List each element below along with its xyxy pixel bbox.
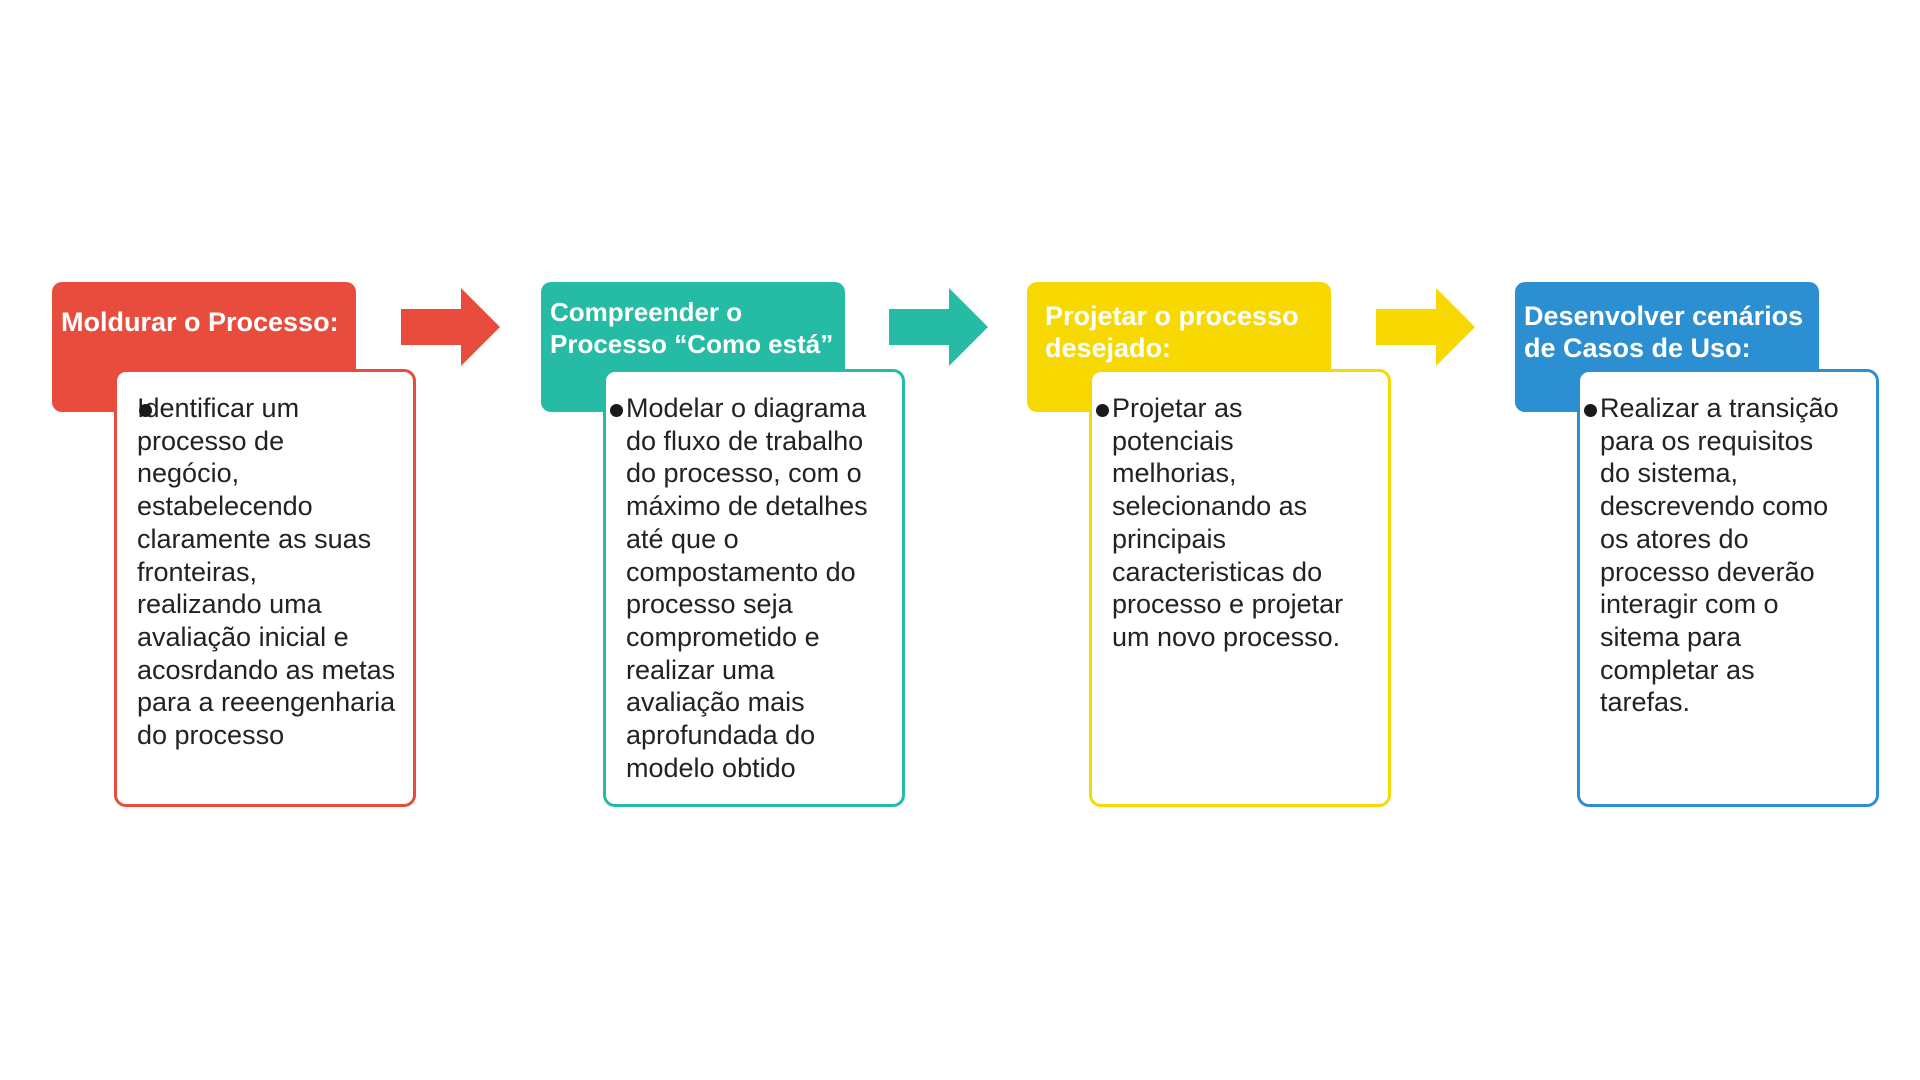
arrow-right-icon xyxy=(401,288,501,366)
arrow-right-icon xyxy=(889,288,989,366)
step-description: Realizar a transição para os requisitos … xyxy=(1600,393,1839,718)
step-body-frame: Identificar um processo de negócio, esta… xyxy=(114,369,416,807)
step-body-understand: Modelar o diagrama do fluxo de trabalho … xyxy=(603,369,905,807)
step-description: Modelar o diagrama do fluxo de trabalho … xyxy=(626,393,868,783)
bullet-item: Identificar um processo de negócio, esta… xyxy=(137,392,409,752)
step-body-design: Projetar as potenciais melhorias, seleci… xyxy=(1089,369,1391,807)
bullet-item: Modelar o diagrama do fluxo de trabalho … xyxy=(610,392,898,784)
process-step-frame: Moldurar o Processo: Identificar um proc… xyxy=(52,282,417,807)
bullet-dot-icon xyxy=(139,404,152,417)
bullet-item: Projetar as potenciais melhorias, seleci… xyxy=(1096,392,1384,654)
arrow-right-icon xyxy=(1376,288,1476,366)
step-description: Projetar as potenciais melhorias, seleci… xyxy=(1112,393,1344,652)
bullet-item: Realizar a transição para os requisitos … xyxy=(1584,392,1872,719)
process-step-use-cases: Desenvolver cenários de Casos de Uso: Re… xyxy=(1515,282,1880,807)
step-body-use-cases: Realizar a transição para os requisitos … xyxy=(1577,369,1879,807)
bullet-dot-icon xyxy=(1584,404,1597,417)
bullet-dot-icon xyxy=(1096,404,1109,417)
bullet-dot-icon xyxy=(610,404,623,417)
step-description: Identificar um processo de negócio, esta… xyxy=(137,393,396,751)
process-step-design: Projetar o processo desejado: Projetar a… xyxy=(1027,282,1392,807)
process-step-understand: Compreender o Processo “Como está” Model… xyxy=(541,282,906,807)
